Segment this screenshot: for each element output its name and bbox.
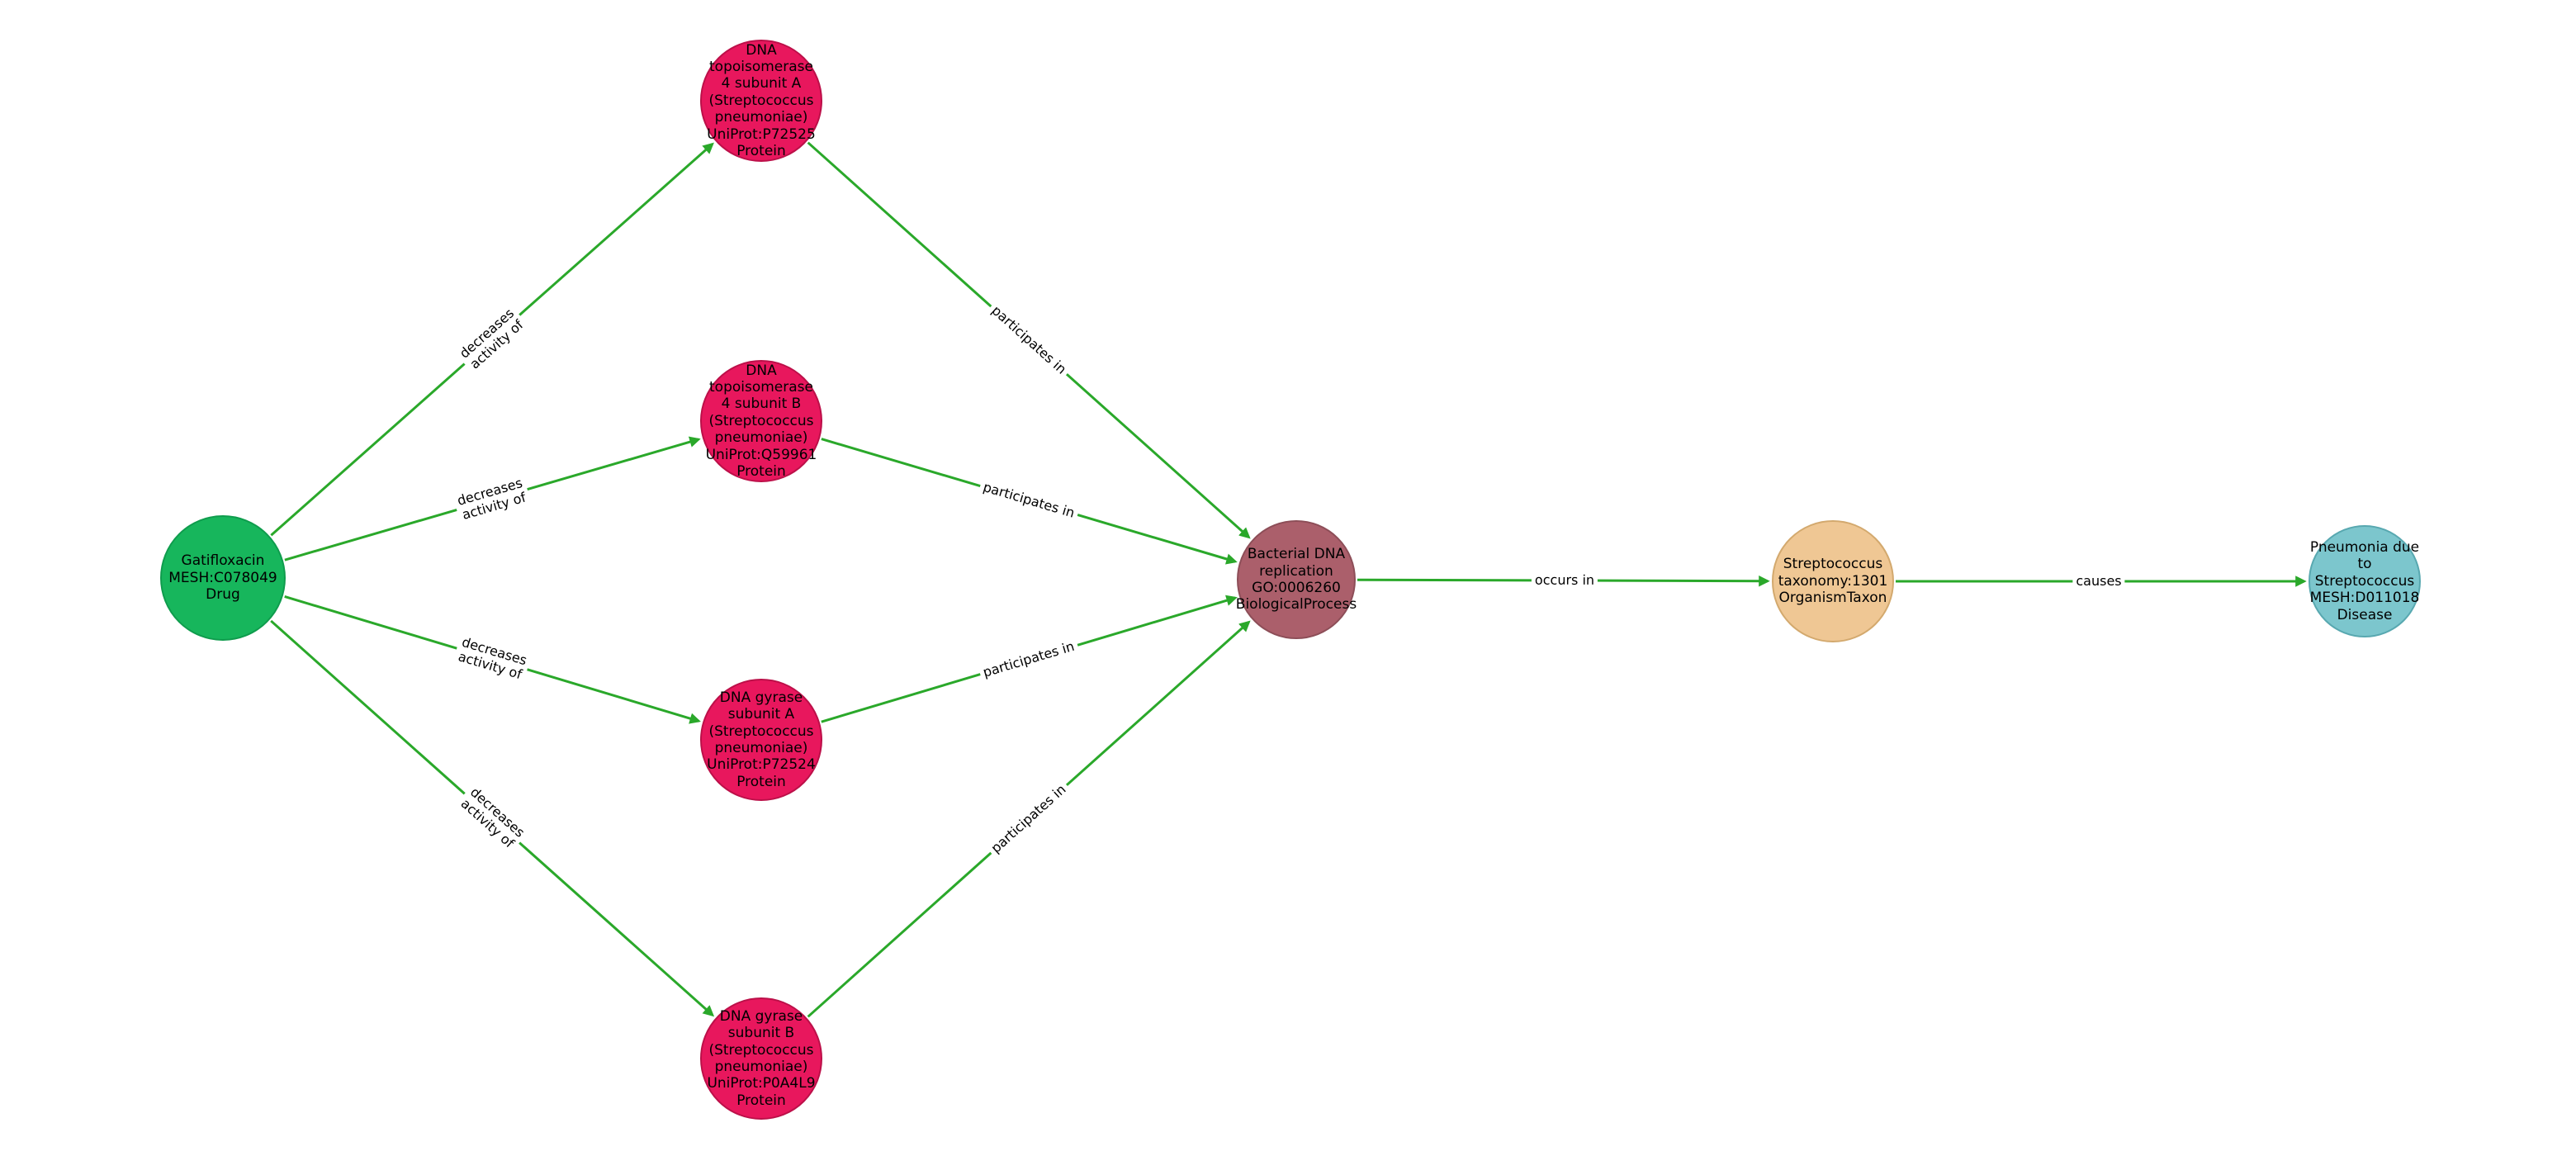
node-streptococcus[interactable]: Streptococcus taxonomy:1301 OrganismTaxo… <box>1772 520 1894 642</box>
edge-label-streptococcus--pneumonia-due-to-streptococcus: causes <box>2072 572 2125 590</box>
node-label-pneumonia-due-to-streptococcus: Pneumonia due to Streptococcus MESH:D011… <box>2309 539 2420 623</box>
node-label-bacterial-dna-replication: Bacterial DNA replication GO:0006260 Bio… <box>1235 546 1357 614</box>
node-label-dna-gyrase-subunit-b: DNA gyrase subunit B (Streptococcus pneu… <box>707 1007 816 1109</box>
node-dna-gyrase-subunit-b[interactable]: DNA gyrase subunit B (Streptococcus pneu… <box>700 997 822 1120</box>
node-label-dna-topoisomerase-4-subunit-a: DNA topoisomerase 4 subunit A (Streptoco… <box>707 41 816 159</box>
edge-label-bacterial-dna-replication--streptococcus: occurs in <box>1531 571 1598 590</box>
node-dna-topoisomerase-4-subunit-b[interactable]: DNA topoisomerase 4 subunit B (Streptoco… <box>700 360 822 482</box>
edge-label-gatifloxacin--dna-topoisomerase-4-subunit-a: decreases activity of <box>453 302 531 377</box>
edge-label-dna-topoisomerase-4-subunit-b--bacterial-dna-replication: participates in <box>978 477 1080 524</box>
edge-label-dna-gyrase-subunit-a--bacterial-dna-replication: participates in <box>978 637 1080 683</box>
node-gatifloxacin[interactable]: Gatifloxacin MESH:C078049 Drug <box>160 515 286 641</box>
node-pneumonia-due-to-streptococcus[interactable]: Pneumonia due to Streptococcus MESH:D011… <box>2308 525 2421 637</box>
node-label-streptococcus: Streptococcus taxonomy:1301 OrganismTaxo… <box>1778 556 1888 607</box>
edge-label-dna-gyrase-subunit-b--bacterial-dna-replication: participates in <box>985 779 1073 860</box>
node-label-dna-topoisomerase-4-subunit-b: DNA topoisomerase 4 subunit B (Streptoco… <box>705 362 817 480</box>
node-label-gatifloxacin: Gatifloxacin MESH:C078049 Drug <box>168 552 277 604</box>
node-label-dna-gyrase-subunit-a: DNA gyrase subunit A (Streptococcus pneu… <box>707 689 816 790</box>
edge-label-dna-topoisomerase-4-subunit-a--bacterial-dna-replication: participates in <box>985 300 1073 381</box>
node-bacterial-dna-replication[interactable]: Bacterial DNA replication GO:0006260 Bio… <box>1235 520 1357 639</box>
edge-label-gatifloxacin--dna-gyrase-subunit-a: decreases activity of <box>452 632 533 685</box>
edge-label-gatifloxacin--dna-gyrase-subunit-b: decreases activity of <box>453 781 531 855</box>
node-dna-topoisomerase-4-subunit-a[interactable]: DNA topoisomerase 4 subunit A (Streptoco… <box>700 40 822 162</box>
node-dna-gyrase-subunit-a[interactable]: DNA gyrase subunit A (Streptococcus pneu… <box>700 679 822 801</box>
edge-label-gatifloxacin--dna-topoisomerase-4-subunit-b: decreases activity of <box>452 473 533 526</box>
